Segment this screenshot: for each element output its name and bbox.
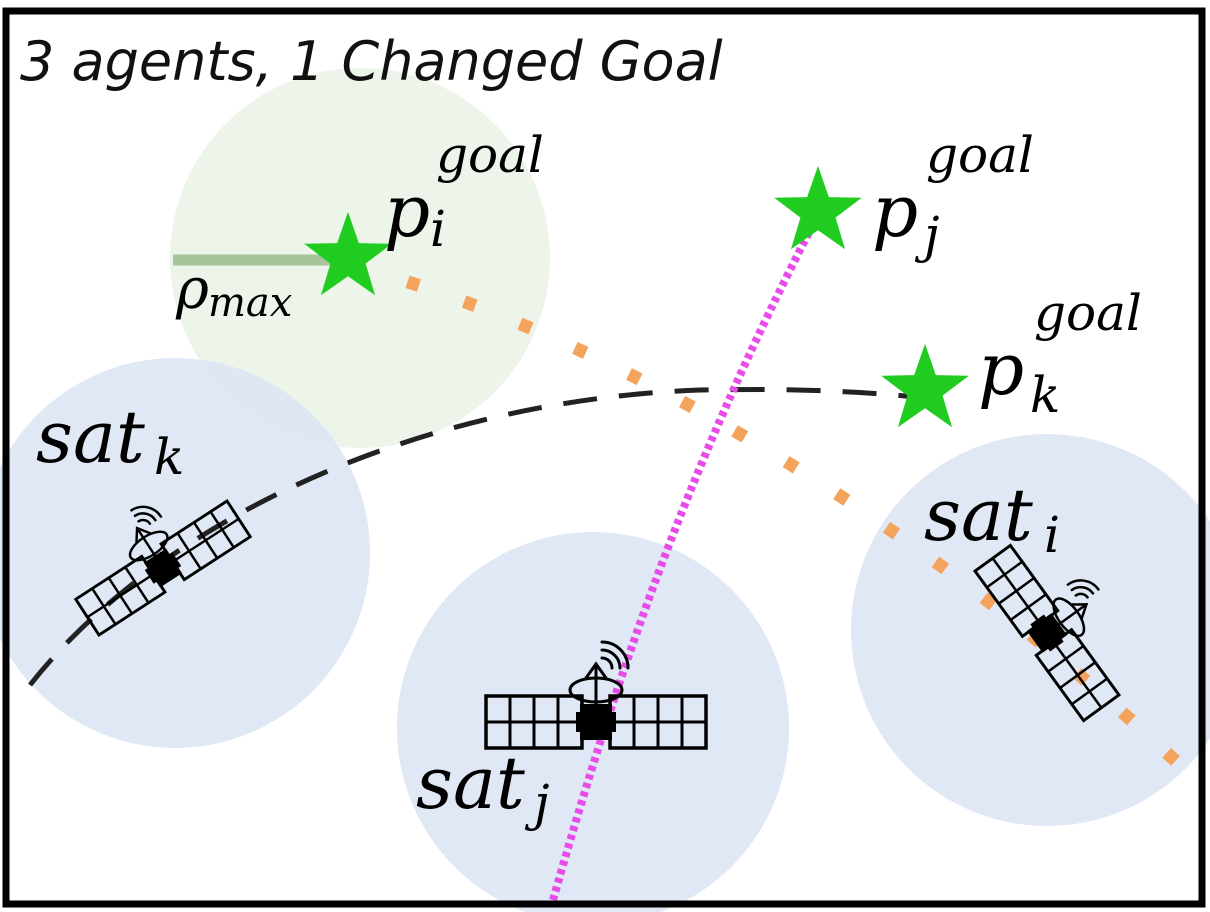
goal-label-i-superscript: goal <box>436 126 544 184</box>
goal-label-p-k: p <box>978 327 1024 411</box>
trajectory-sat-k <box>28 386 926 687</box>
goal-label-k-superscript: goal <box>1034 284 1142 342</box>
diagram-title: 3 agents, 1 Changed Goal <box>20 30 723 93</box>
sat-label-i-subscript: i <box>1044 506 1060 564</box>
sat-label-k-subscript: k <box>154 428 184 486</box>
goal-label-p-j: p <box>872 169 918 253</box>
trajectory-sat-j <box>549 213 822 902</box>
goal-label-k-subscript: k <box>1030 366 1060 424</box>
rho-subscript: max <box>208 280 292 326</box>
goal-label-i-subscript: i <box>430 200 446 258</box>
sat-label-j: sat <box>416 741 526 825</box>
diagram-frame <box>2 7 1206 908</box>
goal-label-j-superscript: goal <box>926 126 1034 184</box>
rho-label: ρ <box>175 257 209 322</box>
sat-label-i: sat <box>924 473 1034 557</box>
sat-label-k: sat <box>36 395 146 479</box>
goal-label-p-i: p <box>384 169 430 253</box>
